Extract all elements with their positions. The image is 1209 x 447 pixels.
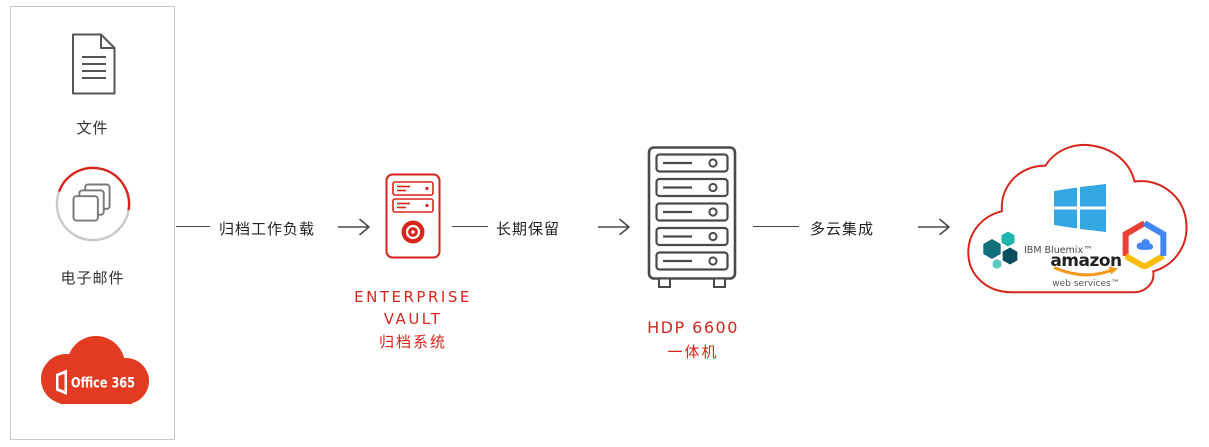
connector-line-2 (452, 226, 488, 227)
aws-sublabel: web services™ (1052, 279, 1120, 289)
hdp-subtitle: 一体机 (667, 343, 719, 361)
file-label: 文件 (76, 119, 109, 137)
aws-wordmark: amazon (1050, 251, 1122, 271)
multicloud-cloud-outline (967, 143, 1188, 294)
document-icon (70, 33, 116, 99)
email-label: 电子邮件 (60, 269, 125, 287)
ibm-bluemix-label: IBM Bluemix™ (1024, 244, 1093, 256)
multicloud-integration-label: 多云集成 (810, 220, 875, 238)
ibm-bluemix-logo: IBM Bluemix™ (980, 228, 1093, 272)
sources-panel: 文件 电子邮件 Office 365 (10, 6, 175, 440)
office365-cloud-logo: Office 365 (30, 329, 156, 417)
enterprise-vault-subtitle: 归档系统 (378, 333, 447, 351)
right-arrow-icon (337, 217, 373, 241)
right-arrow-icon (917, 217, 953, 241)
aws-smile-icon (1053, 266, 1118, 277)
hdp-rack-icon (646, 145, 738, 295)
right-arrow-icon (597, 217, 633, 241)
hdp-caption: HDP 6600 一体机 (632, 316, 754, 364)
hdp-model-label: HDP 6600 (647, 318, 739, 337)
azure-window-logo (1054, 184, 1106, 236)
connector-line-3 (753, 226, 799, 227)
archive-workload-label: 归档工作负载 (219, 220, 316, 238)
enterprise-vault-server-icon (384, 172, 442, 264)
email-stack-icon (54, 165, 132, 247)
google-cloud-hexagon-logo (1122, 220, 1167, 273)
enterprise-vault-name-line1: ENTERPRISE (354, 288, 472, 306)
enterprise-vault-name-line2: VAULT (383, 310, 443, 328)
multicloud-group: IBM Bluemix™ amazon (960, 136, 1208, 314)
connector-line-1 (176, 226, 210, 227)
long-term-retention-label: 长期保留 (496, 220, 561, 238)
office365-text: Office 365 (71, 376, 135, 392)
ibm-bluemix-hexagons-icon (983, 231, 1018, 269)
enterprise-vault-caption: ENTERPRISE VAULT 归档系统 (333, 286, 493, 354)
aws-logo: amazon web services™ (1036, 251, 1136, 290)
